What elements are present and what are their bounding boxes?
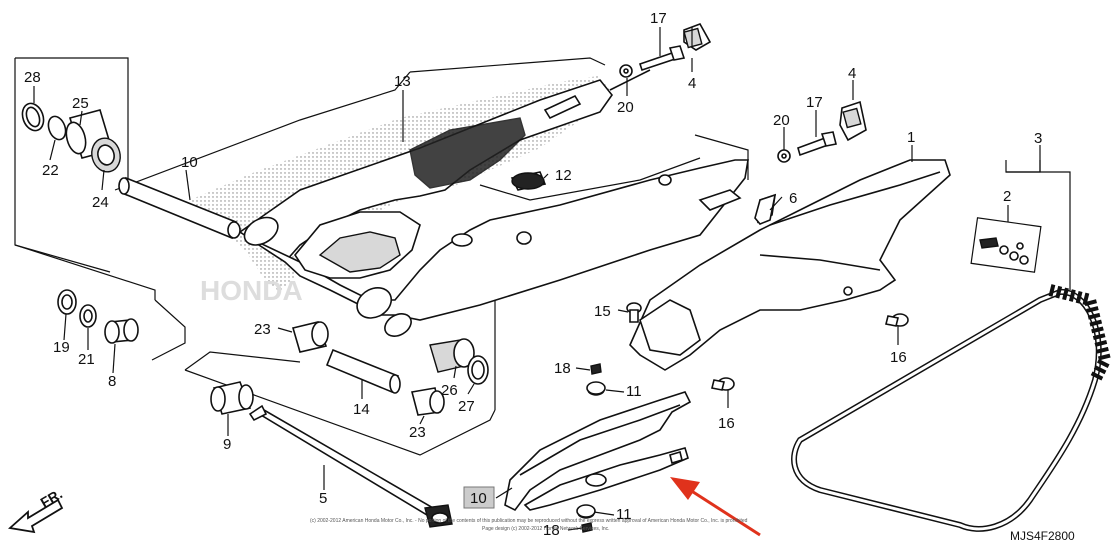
part-label[interactable]: 26 <box>441 382 458 399</box>
part-label[interactable]: 25 <box>72 95 89 112</box>
part-labels: 28 22 25 24 10 13 12 17 4 20 4 17 20 1 6… <box>24 10 1042 539</box>
leader-lines <box>33 27 1071 531</box>
part-label[interactable]: 16 <box>718 415 735 432</box>
part-label[interactable]: 24 <box>92 194 109 211</box>
part-label[interactable]: 3 <box>1034 130 1042 147</box>
part-label[interactable]: 6 <box>789 190 797 207</box>
swingarm[interactable]: HONDA <box>190 69 749 341</box>
slider-pad-12[interactable] <box>510 171 547 191</box>
part-label[interactable]: 28 <box>24 69 41 86</box>
copyright-line-2: Page design (c) 2002-2012 Honda Network … <box>482 526 610 532</box>
part-label[interactable]: 17 <box>806 94 823 111</box>
part-label[interactable]: 14 <box>353 401 370 418</box>
part-label[interactable]: 18 <box>554 360 571 377</box>
chain-guard-10[interactable] <box>504 391 692 512</box>
drive-chain-3[interactable] <box>791 284 1111 532</box>
part-label[interactable]: 11 <box>616 506 632 523</box>
swingarm-group-bracket <box>114 57 749 201</box>
diagram-code: MJS4F2800 <box>1010 529 1075 543</box>
part-label[interactable]: 4 <box>688 75 696 92</box>
bolt-set-top[interactable] <box>619 23 712 78</box>
part-label[interactable]: 20 <box>773 112 790 129</box>
red-pointer-arrow <box>670 477 761 537</box>
bearing-set-left[interactable] <box>19 100 124 175</box>
part-label[interactable]: 1 <box>907 129 915 146</box>
part-label[interactable]: 5 <box>319 490 327 507</box>
lower-group-bracket <box>184 300 496 456</box>
part-label[interactable]: 11 <box>626 383 642 400</box>
pivot-bolt-5[interactable] <box>248 404 453 528</box>
screw-16-lower[interactable] <box>711 377 735 391</box>
part-label[interactable]: 18 <box>543 522 560 539</box>
part-label[interactable]: 17 <box>650 10 667 27</box>
screw-set-lower[interactable] <box>576 504 596 533</box>
part-label[interactable]: 23 <box>254 321 271 338</box>
collar-set-19-21-8[interactable] <box>57 289 139 344</box>
part-label[interactable]: 19 <box>53 339 70 356</box>
part-label[interactable]: 20 <box>617 99 634 116</box>
front-direction-arrow-icon: FR. <box>7 485 65 534</box>
chain-joint-2[interactable] <box>970 217 1042 273</box>
screw-set-upper[interactable] <box>586 363 606 396</box>
part-label[interactable]: 8 <box>108 373 116 390</box>
collar-set-23-14-26-27[interactable] <box>291 321 489 416</box>
highlighted-part-number: 10 <box>470 490 487 507</box>
part-label[interactable]: 22 <box>42 162 59 179</box>
collar-9[interactable] <box>210 381 254 415</box>
highlighted-part-label[interactable]: 10 <box>463 486 495 509</box>
part-label[interactable]: 23 <box>409 424 426 441</box>
screw-15[interactable] <box>626 302 642 323</box>
bolt-set-mid[interactable] <box>777 100 867 163</box>
part-label[interactable]: 15 <box>594 303 611 320</box>
svg-text:HONDA: HONDA <box>200 275 303 306</box>
part-label[interactable]: 27 <box>458 398 475 415</box>
part-label[interactable]: 13 <box>394 73 411 90</box>
part-label[interactable]: 4 <box>848 65 856 82</box>
clip-6[interactable] <box>754 193 777 225</box>
left-group-bracket <box>14 57 186 361</box>
part-label[interactable]: 9 <box>223 436 231 453</box>
part-label[interactable]: 12 <box>555 167 572 184</box>
part-label[interactable]: 2 <box>1003 188 1011 205</box>
part-label[interactable]: 10 <box>181 154 198 171</box>
part-label[interactable]: 16 <box>890 349 907 366</box>
pivot-pin-7[interactable] <box>118 176 241 240</box>
copyright-line-1: (c) 2002-2012 American Honda Motor Co., … <box>310 518 748 524</box>
screw-16-right[interactable] <box>885 313 909 327</box>
part-label[interactable]: 21 <box>78 351 95 368</box>
